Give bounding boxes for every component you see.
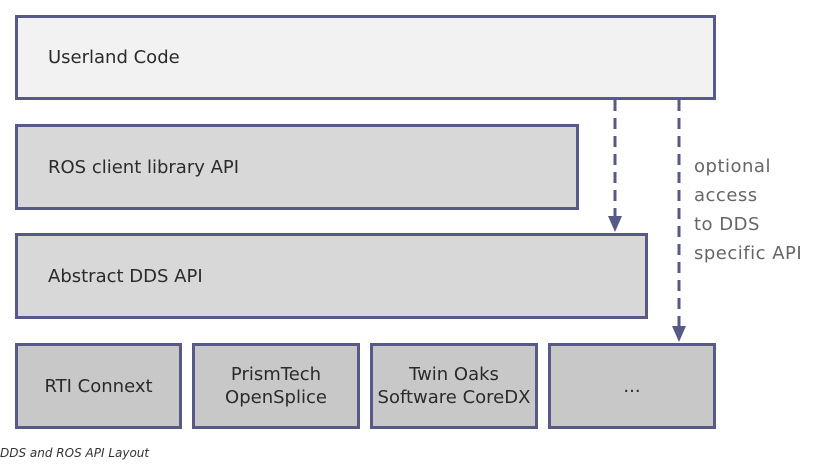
implementation-prismtech-opensplice: PrismTech OpenSplice (192, 343, 360, 429)
userland-code-layer: Userland Code (15, 15, 716, 100)
arrowhead-to-implementations (672, 326, 686, 342)
implementation-label-line: ... (623, 375, 641, 397)
arrowhead-to-abstract-dds (608, 216, 622, 232)
implementation-more: ... (548, 343, 716, 429)
abstract-dds-api-label: Abstract DDS API (48, 265, 203, 287)
ros-client-library-api-label: ROS client library API (48, 156, 240, 178)
implementation-label: RTI Connext (44, 375, 152, 398)
note-line: optional (694, 156, 771, 177)
implementation-label-line: PrismTech (230, 364, 322, 385)
abstract-dds-api-layer: Abstract DDS API (15, 233, 648, 319)
implementation-label: ... (623, 375, 640, 398)
implementation-rti-connext: RTI Connext (15, 343, 182, 429)
implementation-label-line: RTI Connext (44, 375, 153, 397)
implementation-label-line: Software CoreDX (377, 387, 531, 408)
implementation-label-line: Twin Oaks (409, 364, 499, 385)
note-line: to DDS (694, 214, 760, 235)
implementation-label: Twin Oaks Software CoreDX (378, 363, 531, 409)
implementation-label: PrismTech OpenSplice (225, 363, 327, 409)
optional-access-note: optional access to DDS specific API (694, 152, 818, 268)
implementation-twin-oaks-coredx: Twin Oaks Software CoreDX (370, 343, 538, 429)
figure-caption: DDS and ROS API Layout (0, 446, 150, 460)
implementation-label-line: OpenSplice (225, 387, 327, 408)
userland-code-label: Userland Code (48, 47, 180, 68)
ros-client-library-api-layer: ROS client library API (15, 124, 579, 210)
note-line: specific API (694, 243, 803, 264)
note-line: access (694, 185, 758, 206)
